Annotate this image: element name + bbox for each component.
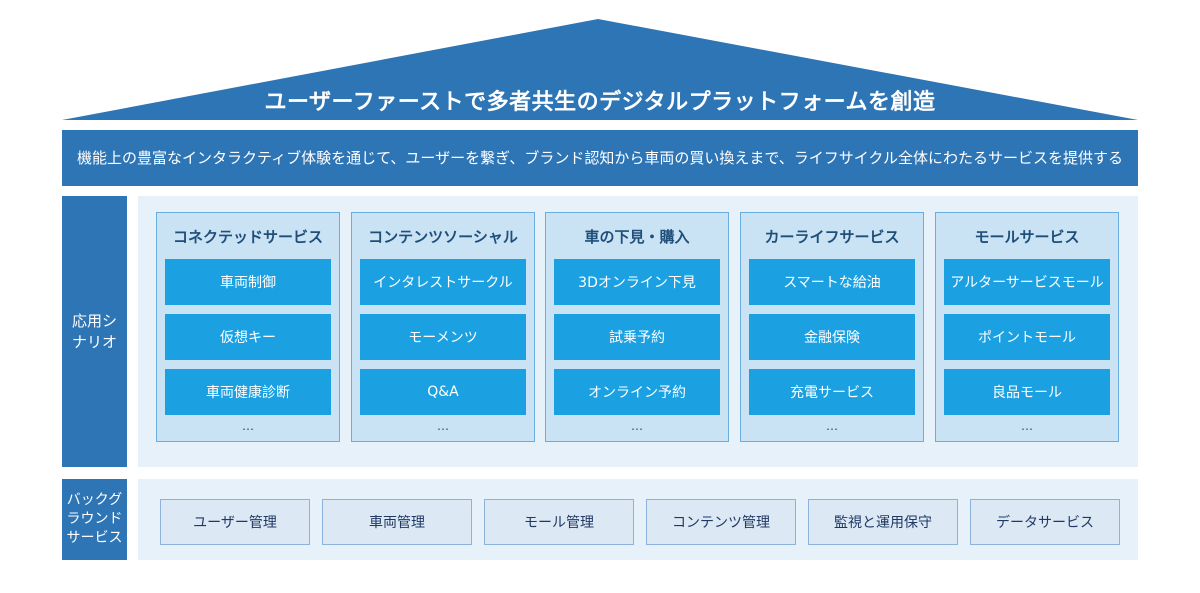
app-item[interactable]: スマートな給油 bbox=[749, 259, 915, 305]
app-column-title: コンテンツソーシャル bbox=[368, 227, 518, 246]
more-ellipsis: … bbox=[242, 419, 254, 433]
app-item[interactable]: Q&A bbox=[360, 369, 526, 415]
app-item[interactable]: 車両健康診断 bbox=[165, 369, 331, 415]
application-scenarios-panel: コネクテッドサービス 車両制御 仮想キー 車両健康診断 … コンテンツソーシャル… bbox=[138, 196, 1138, 467]
app-item[interactable]: 金融保険 bbox=[749, 314, 915, 360]
app-item[interactable]: オンライン予約 bbox=[554, 369, 720, 415]
app-item[interactable]: 試乗予約 bbox=[554, 314, 720, 360]
app-column-title: カーライフサービス bbox=[764, 227, 900, 246]
background-services-panel: ユーザー管理 車両管理 モール管理 コンテンツ管理 監視と運用保守 データサービ… bbox=[138, 479, 1138, 560]
bg-service-item[interactable]: データサービス bbox=[970, 499, 1120, 545]
bg-service-item[interactable]: モール管理 bbox=[484, 499, 634, 545]
more-ellipsis: … bbox=[631, 419, 643, 433]
app-item[interactable]: 良品モール bbox=[944, 369, 1110, 415]
more-ellipsis: … bbox=[1021, 419, 1033, 433]
bg-service-item[interactable]: コンテンツ管理 bbox=[646, 499, 796, 545]
app-item[interactable]: インタレストサークル bbox=[360, 259, 526, 305]
app-column-title: 車の下見・購入 bbox=[584, 227, 690, 246]
more-ellipsis: … bbox=[826, 419, 838, 433]
app-item[interactable]: モーメンツ bbox=[360, 314, 526, 360]
app-item[interactable]: 仮想キー bbox=[165, 314, 331, 360]
app-item[interactable]: ポイントモール bbox=[944, 314, 1110, 360]
app-column-car-life: カーライフサービス スマートな給油 金融保険 充電サービス … bbox=[740, 212, 924, 442]
roof-shape bbox=[62, 19, 1138, 120]
app-column-purchase: 車の下見・購入 3Dオンライン下見 試乗予約 オンライン予約 … bbox=[545, 212, 729, 442]
bg-service-item[interactable]: 監視と運用保守 bbox=[808, 499, 958, 545]
app-item[interactable]: 3Dオンライン下見 bbox=[554, 259, 720, 305]
app-item[interactable]: 車両制御 bbox=[165, 259, 331, 305]
app-column-mall: モールサービス アルターサービスモール ポイントモール 良品モール … bbox=[935, 212, 1119, 442]
app-column-content-social: コンテンツソーシャル インタレストサークル モーメンツ Q&A … bbox=[351, 212, 535, 442]
bg-service-item[interactable]: ユーザー管理 bbox=[160, 499, 310, 545]
app-column-title: コネクテッドサービス bbox=[172, 227, 323, 246]
application-scenarios-label: 応用シナリオ bbox=[62, 196, 127, 467]
app-column-connected: コネクテッドサービス 車両制御 仮想キー 車両健康診断 … bbox=[156, 212, 340, 442]
app-item[interactable]: 充電サービス bbox=[749, 369, 915, 415]
platform-title: ユーザーファーストで多者共生のデジタルプラットフォームを創造 bbox=[264, 90, 936, 115]
bg-service-item[interactable]: 車両管理 bbox=[322, 499, 472, 545]
app-item[interactable]: アルターサービスモール bbox=[944, 259, 1110, 305]
background-services-label: バックグラウンドサービス bbox=[62, 479, 127, 560]
more-ellipsis: … bbox=[437, 419, 449, 433]
mission-banner: 機能上の豊富なインタラクティブ体験を通じて、ユーザーを繋ぎ、ブランド認知から車両… bbox=[62, 130, 1138, 186]
app-column-title: モールサービス bbox=[974, 227, 1080, 246]
